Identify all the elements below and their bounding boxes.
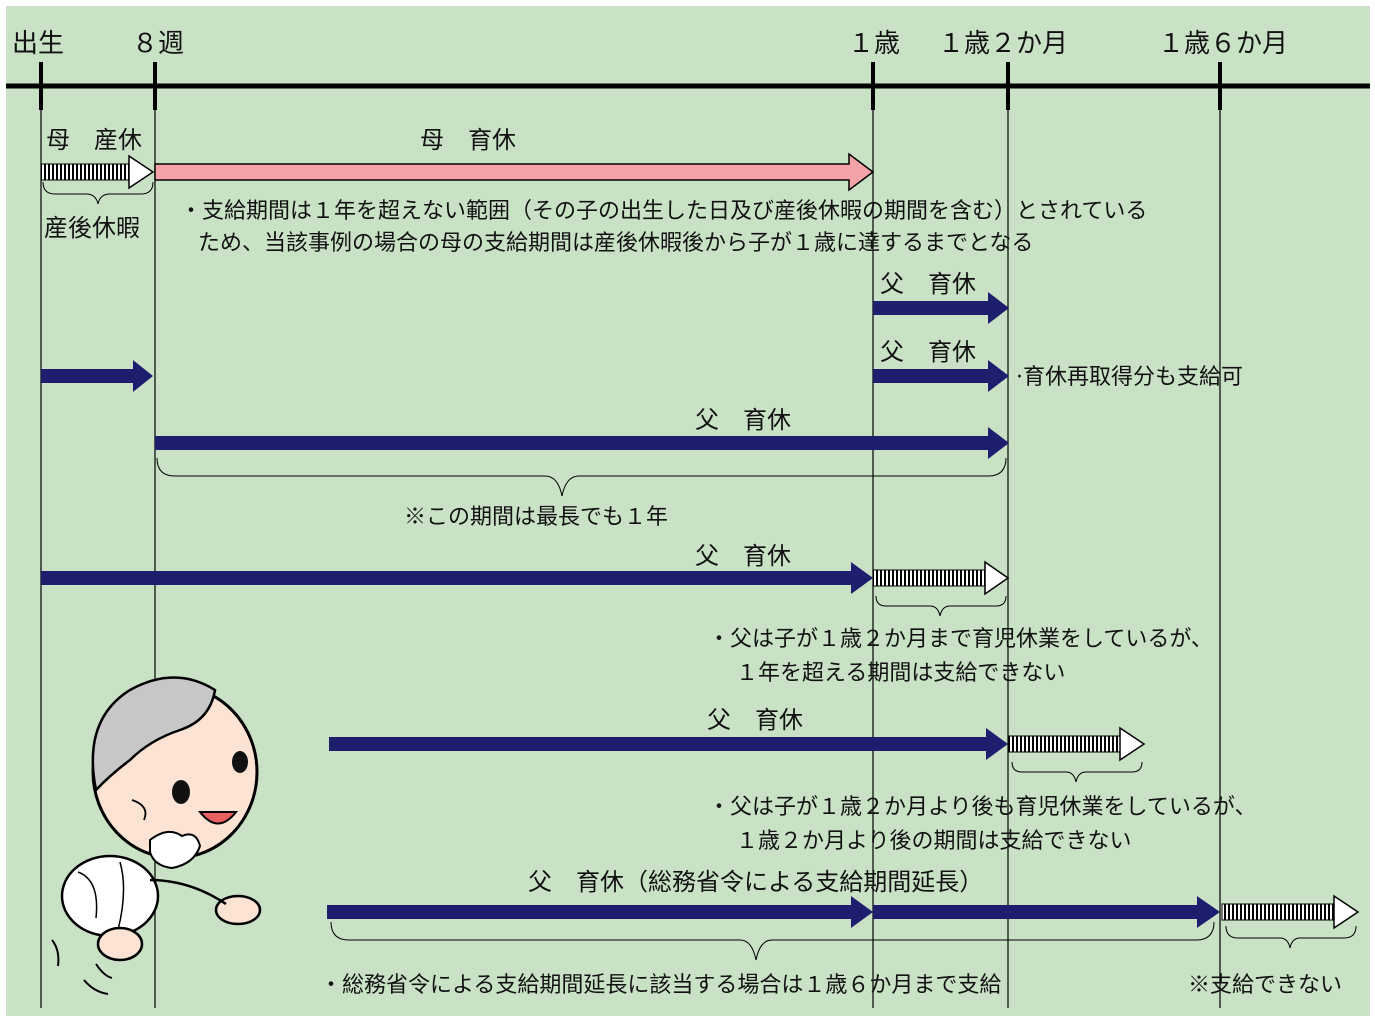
case5-note-line1: ・父は子が１歳２か月より後も育児休業をしているが、 (708, 795, 1256, 820)
mother-childcare-label: 母 育休 (420, 126, 516, 154)
background-panel (6, 6, 1370, 1016)
unpaid-dotted-arrow-case4 (872, 560, 1010, 596)
mother-note-line1: ・支給期間は１年を超えない範囲（その子の出生した日及び産後休暇の期間を含む）とさ… (180, 199, 1147, 224)
father-arrow-case5 (329, 728, 1008, 760)
tick-1-year-6-months: １歳６か月 (1158, 29, 1288, 59)
retake-note: ·育休再取得分も支給可 (1016, 365, 1243, 390)
father-arrow-case3 (155, 427, 1009, 459)
father-arrow-case2-birth (41, 360, 153, 392)
father-arrow-case4 (41, 562, 873, 594)
maternity-leave-label: 産後休暇 (44, 214, 140, 242)
case5-note-line2: １歳２か月より後の期間は支給できない (736, 829, 1132, 854)
father-arrow-case2a (873, 292, 1009, 324)
case6-brace (330, 921, 1215, 961)
unpaid-dotted-arrow-case6 (1221, 894, 1360, 930)
case6-not-payable: ※支給できない (1188, 973, 1342, 998)
mother-note-line2: ため、当該事例の場合の母の支給期間は産後休暇後から子が１歳に達するまでとなる (198, 231, 1033, 256)
father-label-case2a: 父 育休 (880, 270, 976, 298)
father-label-case2b: 父 育休 (880, 338, 976, 366)
father-label-case6: 父 育休（総務省令による支給期間延長） (528, 868, 983, 896)
father-label-case3: 父 育休 (695, 406, 791, 434)
father-label-case5: 父 育休 (707, 706, 803, 734)
mother-maternity-arrow (40, 154, 155, 190)
mother-maternity-label: 母 産休 (46, 126, 142, 154)
case3-brace (156, 457, 1007, 497)
maternity-leave-brace (42, 181, 154, 205)
unpaid-dotted-arrow-case5 (1007, 726, 1146, 762)
father-arrow-case2b (873, 360, 1009, 392)
crawling-baby-illustration (51, 676, 262, 995)
case4-note-line2: １年を超える期間は支給できない (736, 661, 1065, 686)
tick-1-year-2-months: １歳２か月 (938, 29, 1068, 59)
father-arrow-case6a (327, 896, 873, 928)
case4-note-line1: ・父は子が１歳２か月まで育児休業をしているが、 (708, 627, 1213, 652)
tick-birth: 出生 (12, 29, 64, 59)
tick-8-weeks: ８週 (132, 29, 184, 59)
father-arrow-case6b (873, 896, 1220, 928)
case4-brace (875, 595, 1007, 617)
timeline-ticks (39, 62, 1222, 110)
case3-note: ※この期間は最長でも１年 (404, 505, 668, 530)
mother-childcare-arrow (154, 152, 875, 192)
father-label-case4: 父 育休 (695, 542, 791, 570)
case5-brace (1011, 761, 1143, 783)
case6-unpaid-brace (1225, 925, 1357, 949)
case6-note: ・総務省令による支給期間延長に該当する場合は１歳６か月まで支給 (320, 973, 1001, 998)
tick-1-year: １歳 (848, 29, 900, 59)
